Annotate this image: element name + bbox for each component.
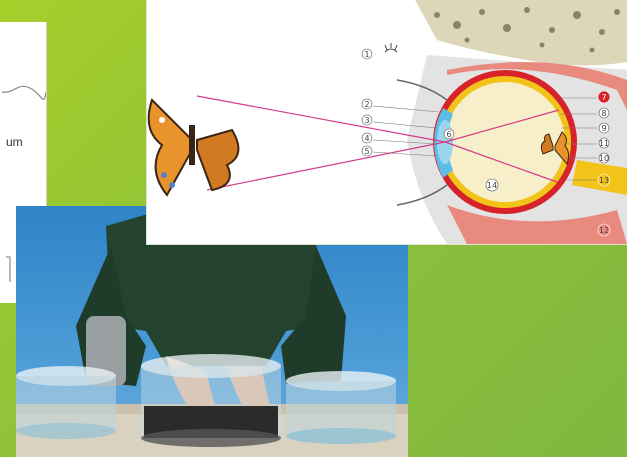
label-12: 12: [599, 226, 609, 235]
label-1: 1: [364, 50, 369, 59]
label-4: 4: [364, 134, 369, 143]
label-7: 7: [601, 93, 606, 102]
label-10: 10: [599, 154, 609, 163]
label-9: 9: [601, 124, 606, 133]
label-13: 13: [599, 176, 609, 185]
card-text-snippet: um: [6, 135, 23, 149]
label-11: 11: [599, 139, 609, 148]
label-6: 6: [446, 130, 451, 139]
label-2: 2: [364, 100, 369, 109]
eye-anatomy-diagram: 1 2 3 4 5 6 7 8 9 10 11 12 13: [147, 0, 627, 244]
label-14: 14: [487, 181, 497, 190]
label-3: 3: [364, 116, 369, 125]
label-5: 5: [364, 147, 369, 156]
label-8: 8: [601, 109, 606, 118]
